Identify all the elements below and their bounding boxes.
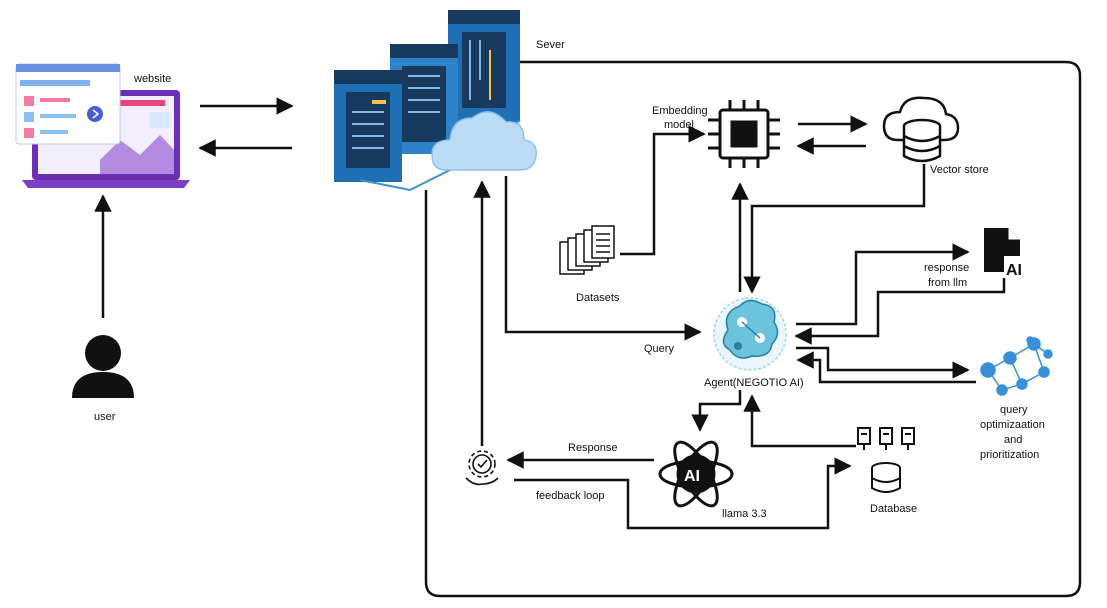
server-rack-icon — [334, 10, 521, 192]
llama-badge: AI — [684, 468, 700, 485]
arrow-feedback-loop-to-database — [514, 457, 852, 530]
embedding-model-label-line2: model — [664, 119, 694, 131]
response-label: Response — [568, 442, 618, 454]
query-opt-label-line4: prioritization — [980, 449, 1039, 461]
chip-icon — [708, 100, 780, 168]
database-label: Database — [870, 503, 917, 515]
vector-store-label: Vector store — [930, 164, 989, 176]
feedback-gear-icon — [465, 450, 499, 486]
arrow-ai-document-to-agent — [794, 278, 1006, 345]
llama-label: llama 3.3 — [722, 508, 767, 520]
arrow-vector-store-to-agent — [743, 164, 926, 294]
agent-brain-icon — [713, 297, 787, 371]
database-icon — [857, 427, 915, 493]
feedback-loop-label: feedback loop — [536, 490, 605, 502]
database-cloud-icon — [882, 96, 960, 163]
arrow-database-to-agent — [743, 394, 856, 448]
website-laptop-icon — [15, 63, 190, 188]
arrow-agent-to-llama — [691, 390, 742, 432]
query-opt-label-line1: query — [1000, 404, 1028, 416]
server-boundary — [424, 60, 1082, 598]
arrow-network-to-agent — [796, 351, 976, 384]
datasets-icon — [559, 225, 615, 275]
arrow-agent-to-ai-document — [796, 243, 970, 326]
network-icon — [980, 336, 1053, 396]
arrow-server-to-agent — [504, 176, 702, 341]
server-label: Sever — [536, 39, 565, 51]
user-label: user — [94, 411, 116, 423]
ai-document-icon: AI — [984, 228, 1034, 279]
query-opt-label-line2: optimizaation — [980, 419, 1045, 431]
embedding-model-label-line1: Embedding — [652, 105, 708, 117]
query-opt-label-line3: and — [1004, 434, 1022, 446]
llama-atom-icon — [658, 440, 734, 508]
response-from-llm-label-line1: response — [924, 262, 969, 274]
website-label: website — [133, 73, 171, 85]
user-icon — [72, 335, 134, 398]
agent-label: Agent(NEGOTIO AI) — [704, 377, 804, 389]
ai-document-badge: AI — [1006, 262, 1022, 279]
arrow-agent-to-network — [796, 346, 970, 379]
response-from-llm-label-line2: from llm — [928, 277, 967, 289]
datasets-label: Datasets — [576, 292, 620, 304]
query-label: Query — [644, 343, 674, 355]
cloud-icon — [431, 111, 537, 171]
arrow-datasets-to-chip — [620, 125, 706, 256]
